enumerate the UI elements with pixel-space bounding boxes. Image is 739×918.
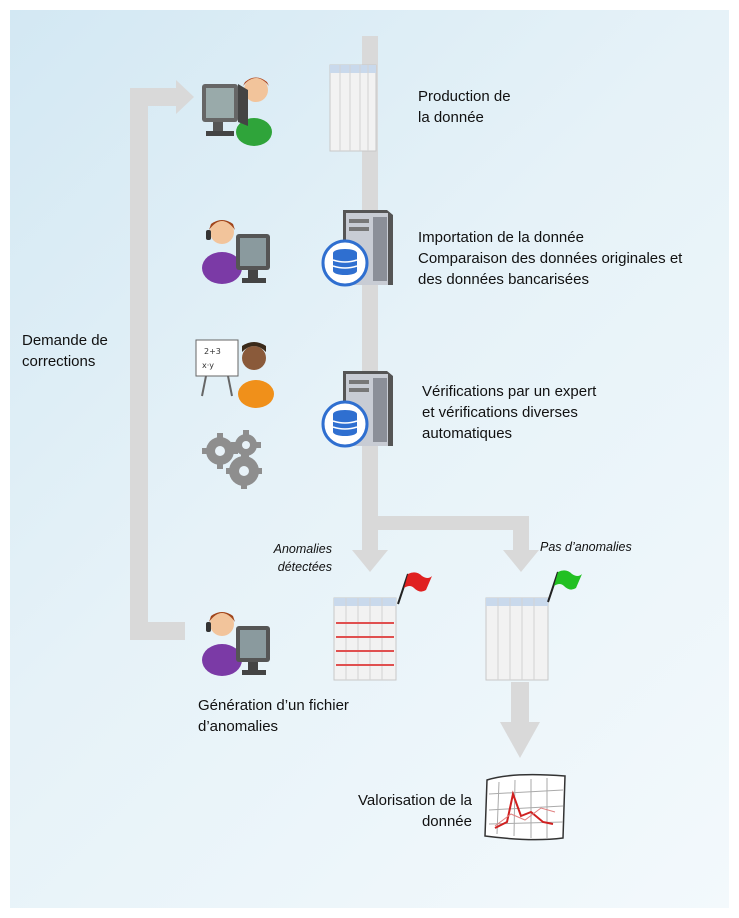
step-valorisation-label: Valorisation de la donnée	[358, 792, 472, 830]
step-verification-label: Vérifications par un expert et vérificat…	[422, 383, 597, 442]
spreadsheet-icon	[485, 597, 549, 681]
green-flag-icon	[547, 570, 582, 603]
step-importation-label: Importation de la donnée Comparaison des…	[418, 229, 683, 288]
teacher-expert-icon: 2+3 x·y	[195, 339, 274, 408]
headset-operator-icon	[202, 220, 270, 284]
chart-document-icon	[484, 773, 566, 841]
red-flag-icon	[397, 572, 432, 605]
spreadsheet-icon	[333, 597, 397, 681]
step-generation-label: Génération d’un fichier d’anomalies	[198, 697, 349, 735]
branch-anomalies-label: Anomalies détectées	[273, 542, 332, 574]
person-computer-icon	[202, 77, 272, 146]
database-server-icon	[321, 210, 393, 287]
gears-icon	[202, 430, 262, 489]
database-server-icon	[321, 371, 393, 448]
step-production-label: Production de la donnée	[418, 88, 511, 126]
headset-operator-icon	[202, 612, 270, 676]
branch-no-anomalies-label: Pas d’anomalies	[540, 540, 632, 554]
svg-text:x·y: x·y	[202, 361, 214, 370]
feedback-label: Demande de corrections	[22, 332, 108, 370]
svg-text:2+3: 2+3	[204, 347, 221, 356]
spreadsheet-icon	[329, 64, 377, 152]
